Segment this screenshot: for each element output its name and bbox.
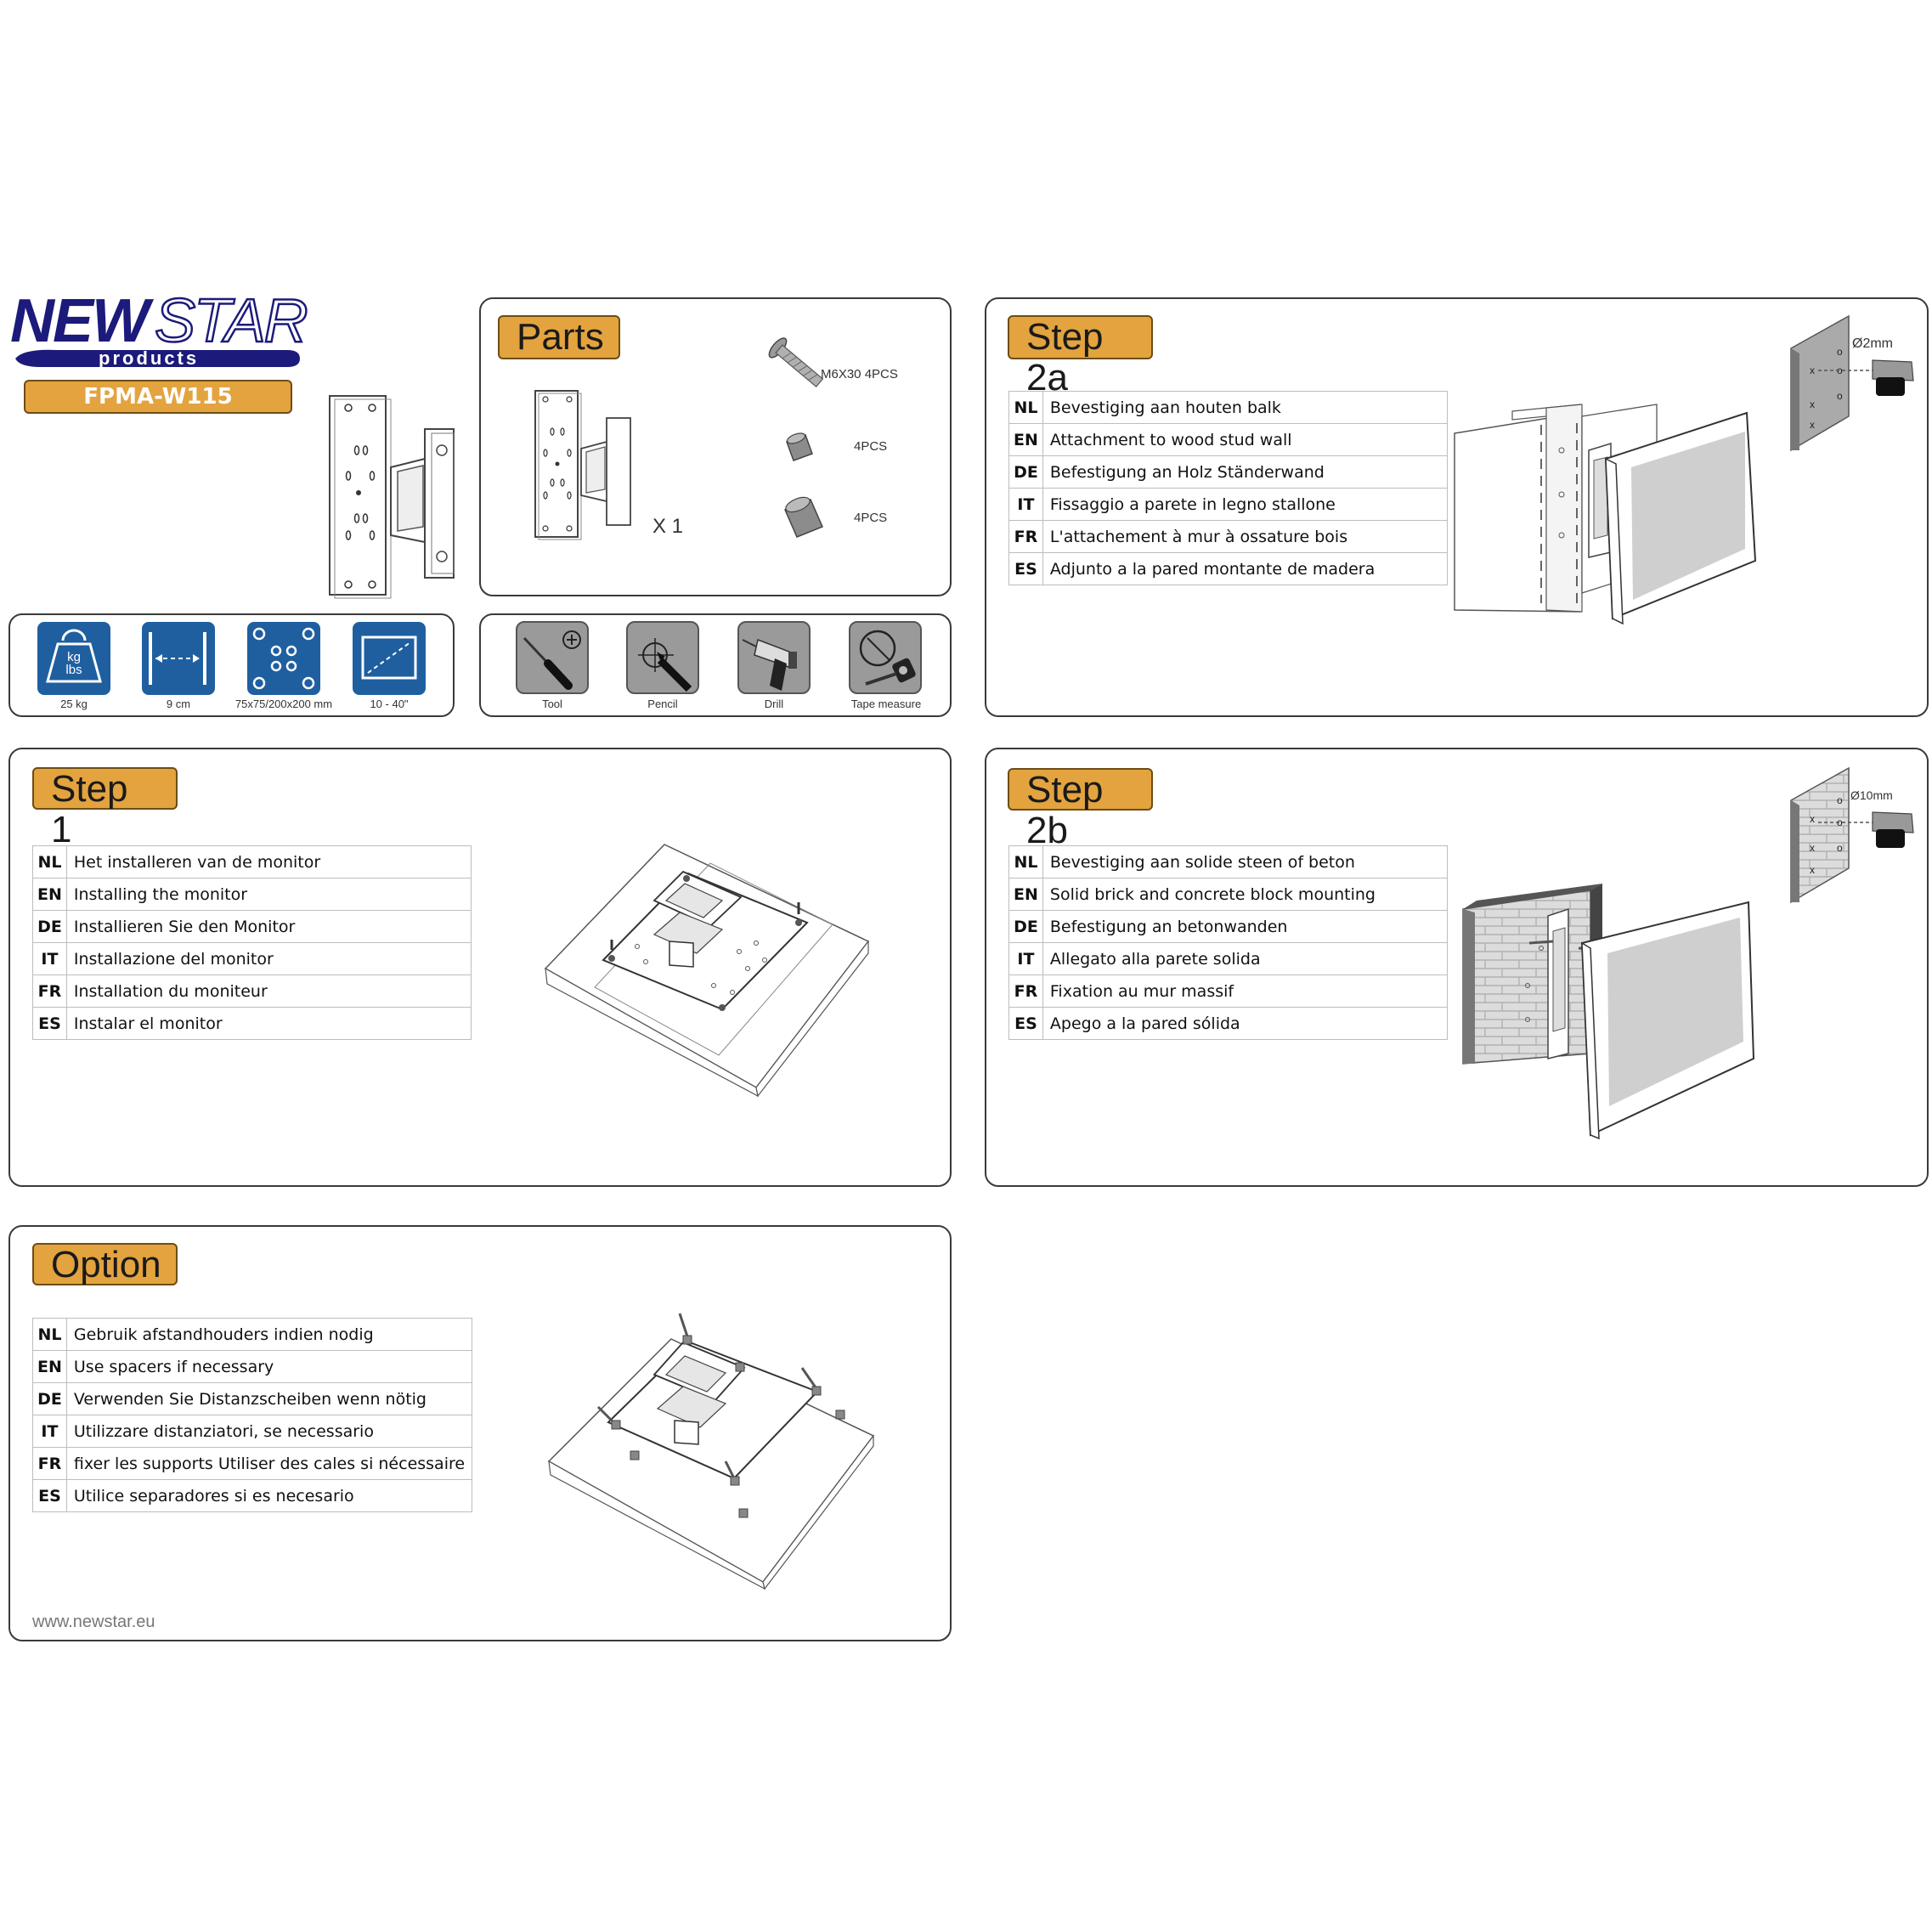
- step2a-drill-size: Ø2mm: [1852, 336, 1893, 351]
- product-mount-illustration: [329, 395, 455, 599]
- wall-distance-icon: [149, 632, 206, 685]
- weight-icon: kg lbs: [46, 629, 102, 683]
- option-title: Option: [32, 1243, 178, 1285]
- wood-wall-mount-illustration: [1454, 404, 1757, 625]
- svg-text:x: x: [1810, 398, 1815, 410]
- tool-screwdriver-label: Tool: [542, 698, 562, 710]
- logo-swoosh: [15, 349, 300, 367]
- spec-distance-label: 9 cm: [166, 698, 191, 710]
- svg-text:o: o: [1837, 364, 1843, 376]
- brand-logo: NEW STAR products: [7, 287, 313, 374]
- svg-text:o: o: [1837, 390, 1843, 402]
- step2b-panel: [985, 748, 1929, 1187]
- pencil-icon: [638, 638, 692, 692]
- tool-pencil: [626, 621, 699, 694]
- spacer-large-icon: [784, 496, 823, 538]
- vesa-pattern-icon: [252, 627, 315, 690]
- footer-url[interactable]: www.newstar.eu: [32, 1613, 155, 1631]
- spec-vesa: [247, 622, 320, 695]
- step2b-drill-size: Ø10mm: [1850, 788, 1893, 802]
- tool-drill: [737, 621, 811, 694]
- model-number: FPMA-W115: [83, 384, 233, 410]
- screen-size-icon: [361, 636, 417, 680]
- screw-icon: [768, 337, 824, 388]
- mount-part-illustration: [534, 390, 631, 540]
- spec-distance: [142, 622, 215, 695]
- step1-title: Step 1: [32, 767, 178, 850]
- logo-products: products: [99, 347, 200, 369]
- spec-weight-label: 25 kg: [60, 698, 88, 710]
- brick-wall-mount-illustration: [1462, 884, 1755, 1140]
- svg-text:lbs: lbs: [65, 663, 82, 677]
- tool-tape-measure-label: Tape measure: [850, 698, 922, 710]
- logo-new: NEW: [10, 287, 150, 355]
- step2b-title: Step 2b: [1008, 768, 1153, 851]
- svg-text:x: x: [1810, 864, 1815, 876]
- logo-star: STAR: [154, 287, 309, 355]
- spacer-small-label: 4PCS: [854, 439, 888, 454]
- tool-screwdriver: [516, 621, 589, 694]
- svg-text:x: x: [1810, 842, 1815, 854]
- step2a-title: Step 2a: [1008, 315, 1153, 398]
- spacers-mount-illustration: [547, 1313, 875, 1590]
- svg-text:x: x: [1810, 419, 1815, 431]
- tool-drill-label: Drill: [764, 698, 784, 710]
- svg-text:o: o: [1837, 816, 1843, 828]
- mount-quantity: X 1: [652, 515, 684, 538]
- tape-measure-icon: [859, 630, 916, 686]
- monitor-back-mount-illustration: [544, 844, 870, 1098]
- parts-title: Parts: [498, 315, 620, 359]
- svg-text:o: o: [1837, 842, 1843, 854]
- svg-text:o: o: [1837, 794, 1843, 806]
- svg-text:x: x: [1810, 364, 1815, 376]
- svg-text:o: o: [1837, 346, 1843, 358]
- model-badge: FPMA-W115: [24, 380, 292, 414]
- drill-hole-diagram-2b: xxx ooo: [1790, 766, 1914, 904]
- tool-tape-measure: [849, 621, 922, 694]
- spacer-large-label: 4PCS: [854, 511, 888, 525]
- drill-icon: [742, 638, 797, 691]
- tool-pencil-label: Pencil: [647, 698, 678, 710]
- svg-text:x: x: [1810, 813, 1815, 825]
- screw-label: M6X30 4PCS: [821, 367, 898, 381]
- screwdriver-icon: [523, 630, 581, 690]
- spec-screen-size-label: 10 - 40": [370, 698, 409, 710]
- spacer-small-icon: [786, 432, 813, 461]
- drill-hole-diagram-2a: xxx ooo: [1790, 314, 1914, 452]
- spec-screen-size: [353, 622, 426, 695]
- svg-text:kg: kg: [67, 650, 81, 664]
- spec-weight: kg lbs: [37, 622, 110, 695]
- spec-vesa-label: 75x75/200x200 mm: [234, 698, 333, 710]
